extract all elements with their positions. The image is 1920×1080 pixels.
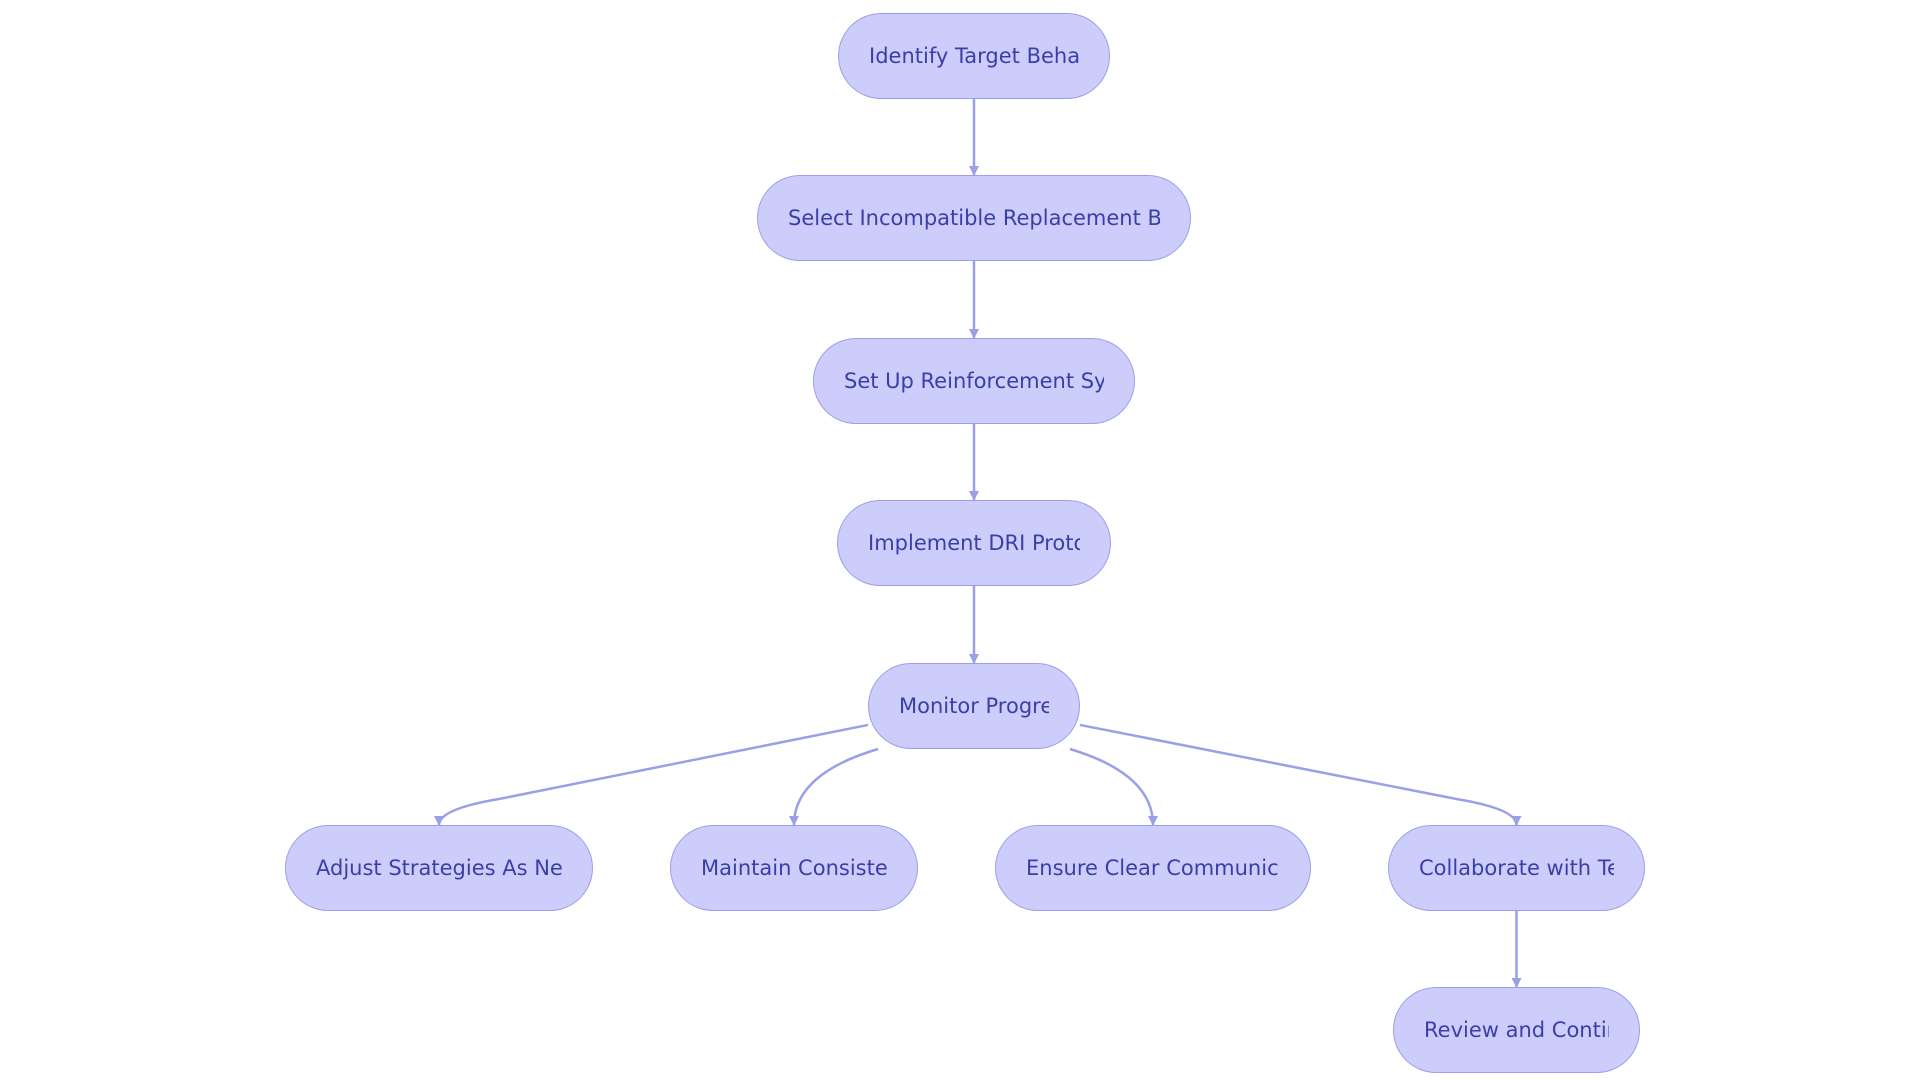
- edge-n5-to-n9: [1079, 723, 1522, 826]
- node-identify-target-behavior: Identify Target Behavi: [838, 13, 1110, 99]
- node-ensure-clear-communication: Ensure Clear Communicat: [995, 825, 1311, 911]
- node-adjust-strategies: Adjust Strategies As Nee: [285, 825, 593, 911]
- edge-n5-to-n7: [789, 747, 879, 826]
- node-monitor-progress: Monitor Progres: [868, 663, 1080, 749]
- node-label: Set Up Reinforcement Sys: [844, 369, 1104, 393]
- node-label: Monitor Progres: [899, 694, 1049, 718]
- node-select-replacement-behavior: Select Incompatible Replacement Beh: [757, 175, 1191, 261]
- node-label: Implement DRI Protoc: [868, 531, 1080, 555]
- node-label: Review and Contin: [1424, 1018, 1609, 1042]
- edge-n5-to-n6: [434, 723, 869, 826]
- node-maintain-consistency: Maintain Consisten: [670, 825, 918, 911]
- node-label: Select Incompatible Replacement Beh: [788, 206, 1160, 230]
- node-label: Maintain Consisten: [701, 856, 887, 880]
- edge-n5-to-n8: [1069, 747, 1158, 826]
- node-collaborate-with-team: Collaborate with Tea: [1388, 825, 1645, 911]
- node-label: Adjust Strategies As Nee: [316, 856, 562, 880]
- node-set-up-reinforcement-system: Set Up Reinforcement Sys: [813, 338, 1135, 424]
- node-label: Identify Target Behavi: [869, 44, 1079, 68]
- node-implement-dri-protocol: Implement DRI Protoc: [837, 500, 1111, 586]
- node-label: Ensure Clear Communicat: [1026, 856, 1280, 880]
- node-label: Collaborate with Tea: [1419, 856, 1614, 880]
- node-review-and-continue: Review and Contin: [1393, 987, 1640, 1073]
